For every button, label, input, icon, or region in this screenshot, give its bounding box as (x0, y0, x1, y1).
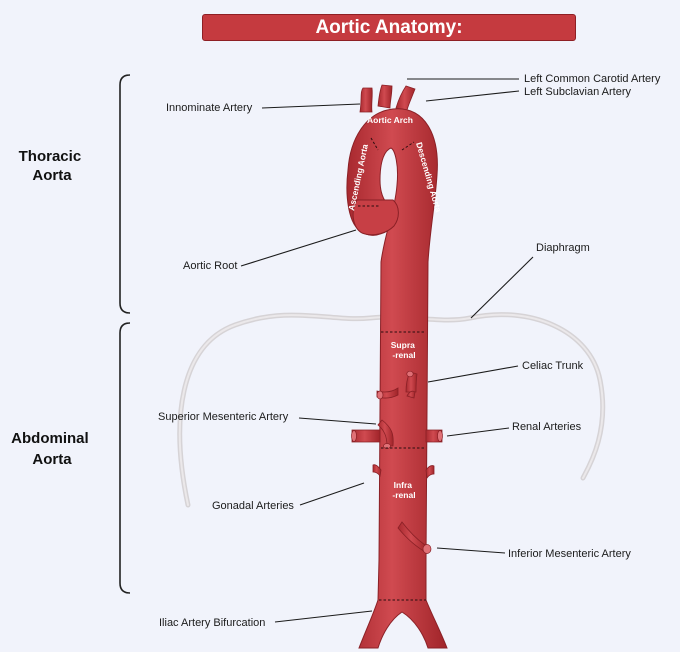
abdominal-bracket (119, 322, 131, 594)
superior-mesenteric-label: Superior Mesenteric Artery (158, 411, 289, 423)
arch-branch-vessels (359, 84, 416, 113)
diagram-title: Aortic Anatomy: (202, 14, 576, 41)
segment-dividers (358, 137, 426, 601)
celiac-trunk-label: Celiac Trunk (522, 360, 584, 372)
aortic-root-label: Aortic Root (183, 260, 237, 272)
aortic-arch-segment-label: Aortic Arch (367, 115, 413, 125)
innominate-artery-label: Innominate Artery (166, 102, 253, 114)
left-common-carotid-label: Left Common Carotid Artery (524, 73, 661, 85)
thoracic-aorta-label: Thoracic Aorta (19, 148, 86, 184)
iliac-bifurcation-label: Iliac Artery Bifurcation (159, 617, 265, 629)
infrarenal-segment-label: Infra -renal (392, 480, 415, 500)
left-subclavian-label: Left Subclavian Artery (524, 86, 632, 98)
aorta-main-body (346, 108, 448, 649)
inferior-mesenteric-label: Inferior Mesenteric Artery (508, 548, 631, 560)
abdominal-aorta-label: Abdominal Aorta (11, 430, 93, 468)
diaphragm-label: Diaphragm (536, 242, 590, 254)
leader-lines (240, 78, 534, 623)
renal-arteries-label: Renal Arteries (512, 421, 582, 433)
thoracic-bracket (119, 74, 131, 314)
suprarenal-segment-label: Supra -renal (391, 340, 417, 360)
gonadal-arteries-label: Gonadal Arteries (212, 500, 294, 512)
aortic-root-bulge (352, 199, 399, 236)
